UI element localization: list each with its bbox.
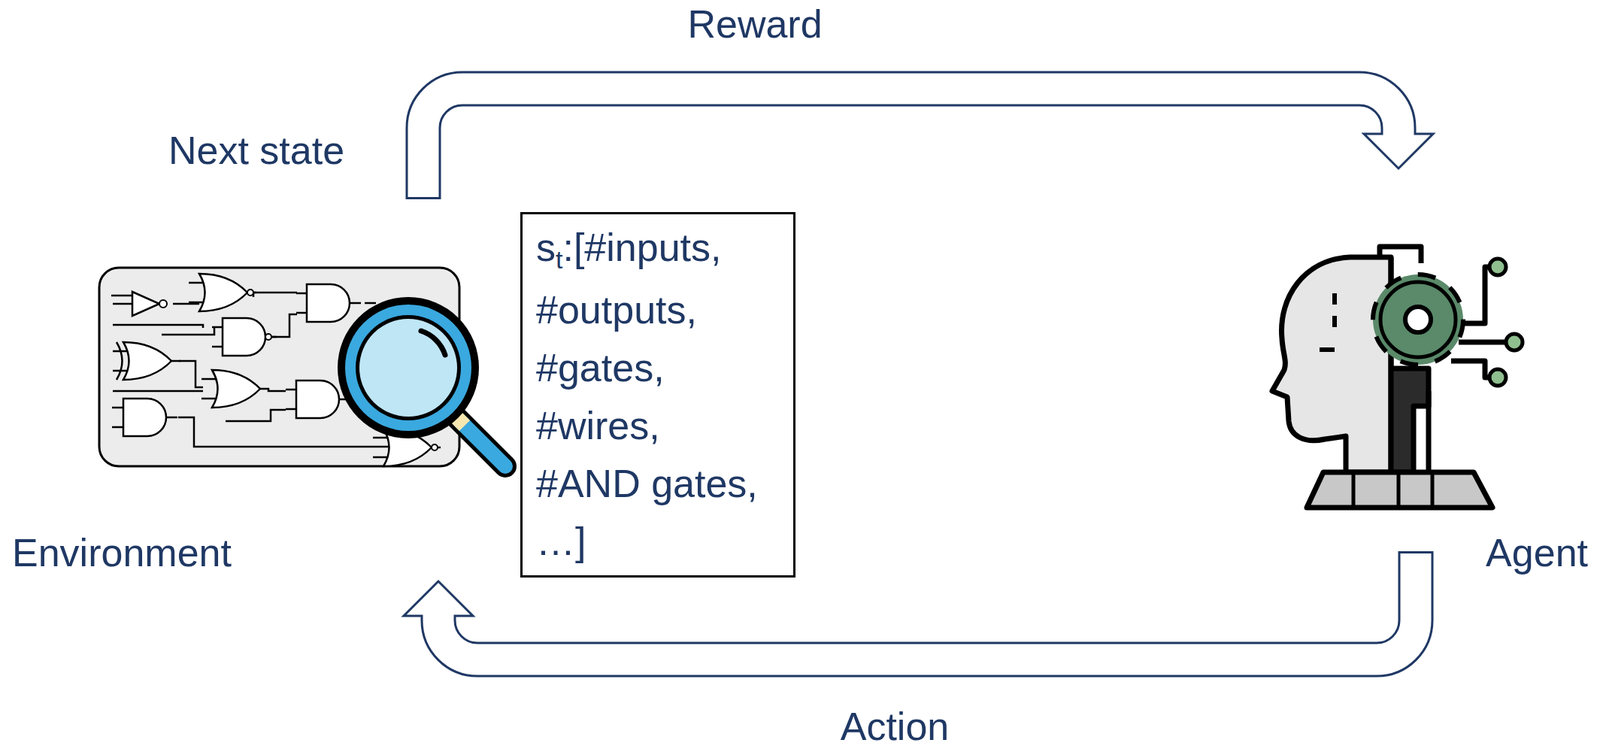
environment-node: Environment — [12, 199, 464, 576]
state-vector: s — [536, 225, 556, 270]
state-text: st:[#inputs, #outputs, #gates, #wires, #… — [536, 218, 785, 571]
arrow-label: Next state — [168, 127, 345, 173]
subscript: t — [555, 245, 563, 274]
state-vector: :[#inputs, #outputs, #gates, #wires, #AN… — [536, 225, 758, 564]
state-box: st:[#inputs, #outputs, #gates, #wires, #… — [520, 212, 796, 578]
edge-label: Reward — [687, 1, 822, 47]
agent-node: Agent — [1270, 176, 1594, 576]
node-label: Environment — [12, 530, 232, 576]
edge-label: Action — [840, 703, 950, 749]
node-label: Agent — [1485, 530, 1588, 576]
hollow-arrow — [423, 88, 1434, 200]
magnifier-icon — [337, 296, 506, 467]
agent-icon — [1272, 246, 1523, 508]
